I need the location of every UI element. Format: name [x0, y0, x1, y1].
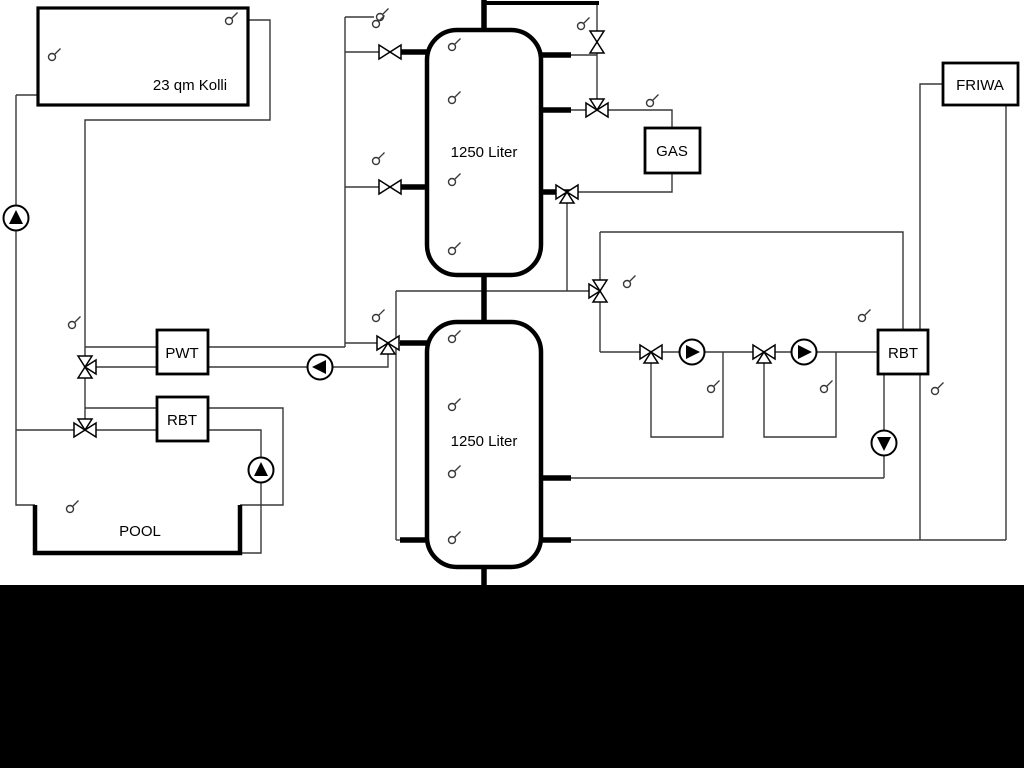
temp-sensor-icon — [930, 382, 944, 396]
temp-sensor-icon — [67, 316, 81, 330]
temp-sensor-icon — [447, 91, 461, 105]
tank-bottom-label: 1250 Liter — [451, 433, 518, 450]
temp-sensor-icon — [706, 380, 720, 394]
rbt-left-box: RBT — [155, 395, 210, 443]
circuit1-mixing-valve-icon — [639, 343, 663, 364]
pwt-box: PWT — [155, 328, 210, 376]
temp-sensor-icon — [447, 398, 461, 412]
temp-sensor-icon — [371, 15, 385, 29]
rbt-circulation-pump-icon — [870, 429, 898, 457]
boiler-supply-valve-icon — [585, 98, 609, 119]
symbols-layer — [2, 8, 944, 545]
temp-sensor-icon — [857, 309, 871, 323]
pool-basin: POOL — [32, 505, 243, 556]
collector-label: 23 qm Kolli — [153, 77, 227, 94]
buffer-tank-bottom: 1250 Liter — [424, 319, 544, 570]
footer-bar — [0, 585, 1024, 768]
buffer-tank-top: 1250 Liter — [424, 27, 544, 278]
temp-sensor-icon — [447, 38, 461, 52]
collector-box: 23 qm Kolli — [36, 6, 250, 107]
temp-sensor-icon — [447, 173, 461, 187]
temp-sensor-icon — [819, 380, 833, 394]
rbt-right-label: RBT — [888, 345, 918, 362]
rbt-right-box: RBT — [876, 328, 930, 376]
rbt-left-label: RBT — [167, 412, 197, 429]
temp-sensor-icon — [576, 17, 590, 31]
temp-sensor-icon — [447, 330, 461, 344]
circuit2-pump-icon — [790, 338, 818, 366]
gas-label: GAS — [656, 143, 688, 160]
solar-pump-icon — [2, 204, 30, 232]
temp-sensor-icon — [65, 500, 79, 514]
temp-sensor-icon — [375, 8, 389, 22]
boiler-shutoff-valve-icon — [588, 30, 606, 54]
temp-sensor-icon — [447, 531, 461, 545]
pwt-pump-icon — [306, 353, 334, 381]
heating-mixing-valve-icon — [588, 279, 609, 303]
pool-pump-icon — [247, 456, 275, 484]
friwa-box: FRIWA — [941, 61, 1020, 107]
temp-sensor-icon — [371, 152, 385, 166]
temp-sensor-icon — [47, 48, 61, 62]
boiler-return-valve-icon — [555, 183, 579, 204]
solar-feed-top-valve-icon — [378, 43, 402, 61]
temp-sensor-icon — [224, 12, 238, 26]
temp-sensor-icon — [622, 275, 636, 289]
temp-sensor-icon — [645, 94, 659, 108]
temp-sensor-icon — [371, 309, 385, 323]
circuit1-pump-icon — [678, 338, 706, 366]
pwt-label: PWT — [165, 345, 198, 362]
gas-boiler-box: GAS — [643, 126, 702, 175]
circuit2-mixing-valve-icon — [752, 343, 776, 364]
pool-mixing-valve-icon — [73, 418, 97, 439]
solar-feed-bottom-valve-icon — [376, 334, 400, 355]
tank-top-label: 1250 Liter — [451, 144, 518, 161]
pool-label: POOL — [119, 523, 161, 540]
pwt-mixing-valve-icon — [76, 355, 97, 379]
friwa-label: FRIWA — [956, 77, 1004, 94]
temp-sensor-icon — [447, 242, 461, 256]
solar-feed-mid-valve-icon — [378, 178, 402, 196]
temp-sensor-icon — [447, 465, 461, 479]
